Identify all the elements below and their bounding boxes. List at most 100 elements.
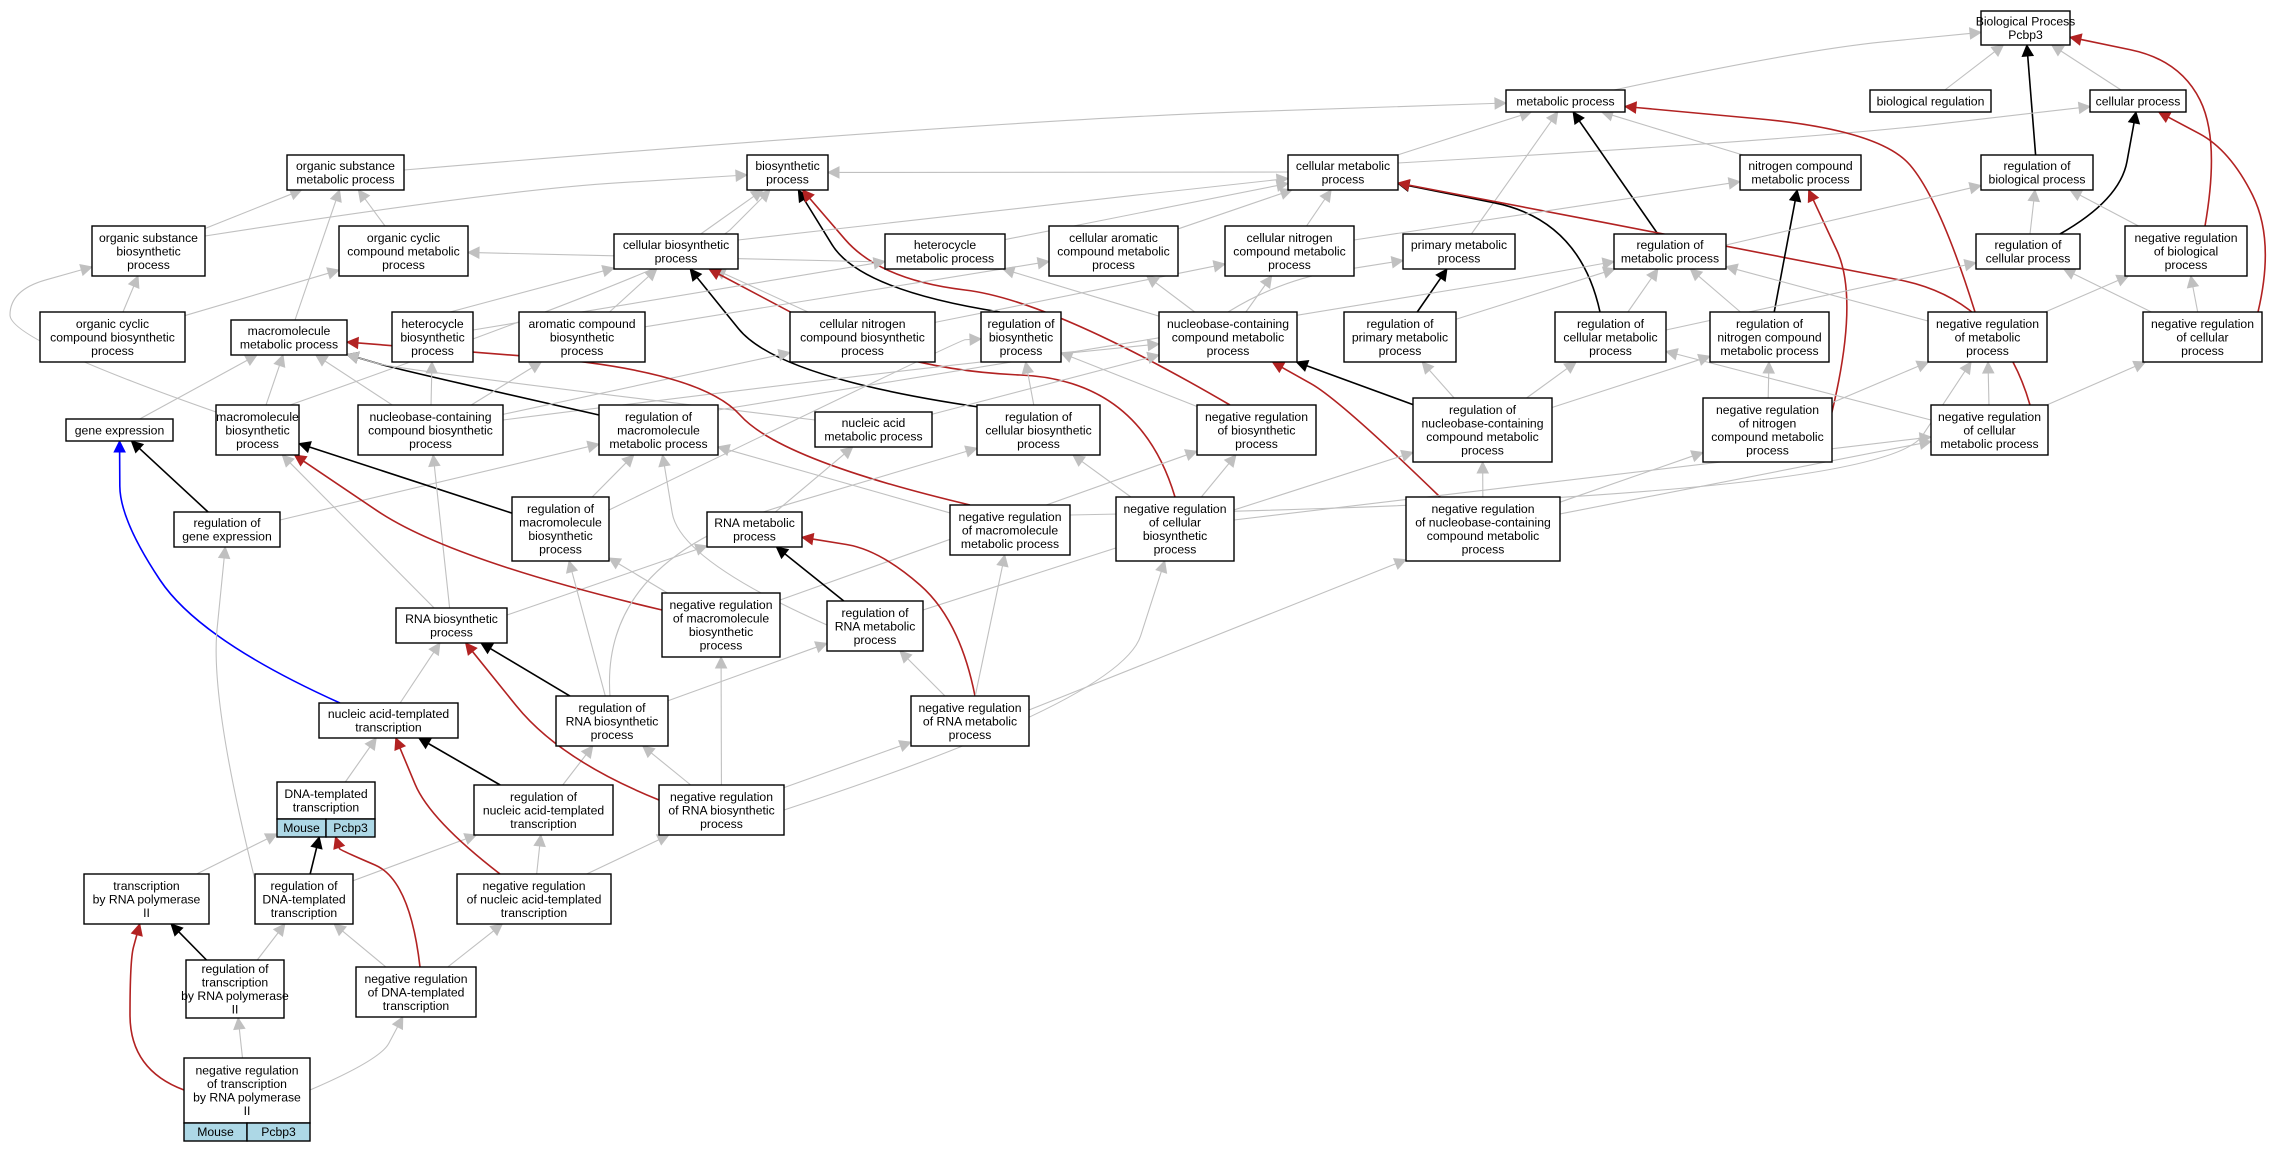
- node-label-line: regulation of: [1736, 317, 1804, 331]
- edge-regulation_macromolecule_biosynthetic-to-macromolecule_biosynthetic: [309, 446, 513, 514]
- edge-regulation_nucleobase-to-regulation_cellular_metabolic: [1526, 368, 1568, 399]
- node-label-line: Biological Process: [1976, 15, 2076, 29]
- node-label-line: heterocycle: [401, 317, 464, 331]
- node-label-line: metabolic process: [896, 252, 994, 266]
- node-gene-expression[interactable]: gene expression: [65, 418, 174, 442]
- edge-gene_expression-to-macromolecule_metabolic: [139, 359, 248, 420]
- arrowhead-regulation_dna_transcription-to-dna_templated_transcription: [310, 835, 323, 850]
- node-box: [286, 154, 405, 191]
- node-box: [276, 781, 376, 820]
- node-label-line: metabolic process: [296, 173, 394, 187]
- edge-organic_cyclic_biosynthetic-to-organic_cyclic_metabolic: [184, 272, 329, 317]
- node-box: [355, 966, 477, 1018]
- node-cellular-process[interactable]: cellular process: [2089, 89, 2187, 113]
- node-box: [173, 511, 281, 548]
- edge-neg_reg_nucleic_acid_transcription-to-neg_reg_rna_biosynthetic: [586, 839, 660, 875]
- node-label-line: transcription: [293, 801, 359, 815]
- arrowhead-neg_reg_macromolecule_metabolic-to-neg_reg_metabolic: [1959, 361, 1972, 376]
- node-label-line: negative regulation: [1938, 410, 2041, 424]
- edge-neg_reg_nucleobase-to-nucleobase_metabolic: [1281, 366, 1441, 498]
- arrowhead-regulation_rna_metabolic-to-regulation_nucleobase: [1400, 449, 1415, 462]
- arrowhead-neg_reg_nucleic_acid_transcription-to-neg_reg_rna_biosynthetic: [655, 834, 670, 846]
- edge-neg_reg_cellular_biosynthetic-to-neg_reg_biosynthetic: [1200, 463, 1230, 498]
- arrowhead-regulation_cellular_metabolic-to-regulation_cellular_process: [1963, 259, 1978, 272]
- arrowhead-regulation_rna_metabolic-to-rna_metabolic: [775, 546, 790, 560]
- node-regulation-macromolecule-biosynthetic[interactable]: regulation ofmacromoleculebiosyntheticpr…: [511, 496, 610, 562]
- arrowhead-regulation_cellular_metabolic-to-regulation_metabolic: [1646, 268, 1659, 283]
- node-label-line: nucleobase-containing: [370, 410, 492, 424]
- node-box: [1343, 311, 1457, 363]
- arrowhead-heterocycle_biosynthetic-to-cellular_biosynthetic: [601, 264, 616, 278]
- node-regulation-nucleobase[interactable]: regulation ofnucleobase-containingcompou…: [1412, 397, 1553, 463]
- node-box: [511, 496, 610, 562]
- node-label-line: cellular biosynthetic: [985, 423, 1091, 437]
- node-biological-regulation[interactable]: biological regulation: [1869, 89, 1992, 113]
- edge-neg_reg_nitrogen-to-neg_reg_metabolic: [1831, 365, 1919, 404]
- node-metabolic-process[interactable]: metabolic process: [1505, 89, 1626, 113]
- node-label-line: cellular biosynthetic: [623, 238, 729, 252]
- node-label-line: biosynthetic: [755, 159, 819, 173]
- arrowhead-neg_reg_macromolecule_biosynthetic-to-regulation_macromolecule_biosynthetic: [608, 557, 623, 570]
- node-label-line: process: [1462, 543, 1505, 557]
- tag-label: Mouse: [283, 821, 320, 835]
- node-box: [456, 873, 612, 925]
- arrowhead-neg_reg_nitrogen-to-regulation_nitrogen: [1762, 360, 1776, 374]
